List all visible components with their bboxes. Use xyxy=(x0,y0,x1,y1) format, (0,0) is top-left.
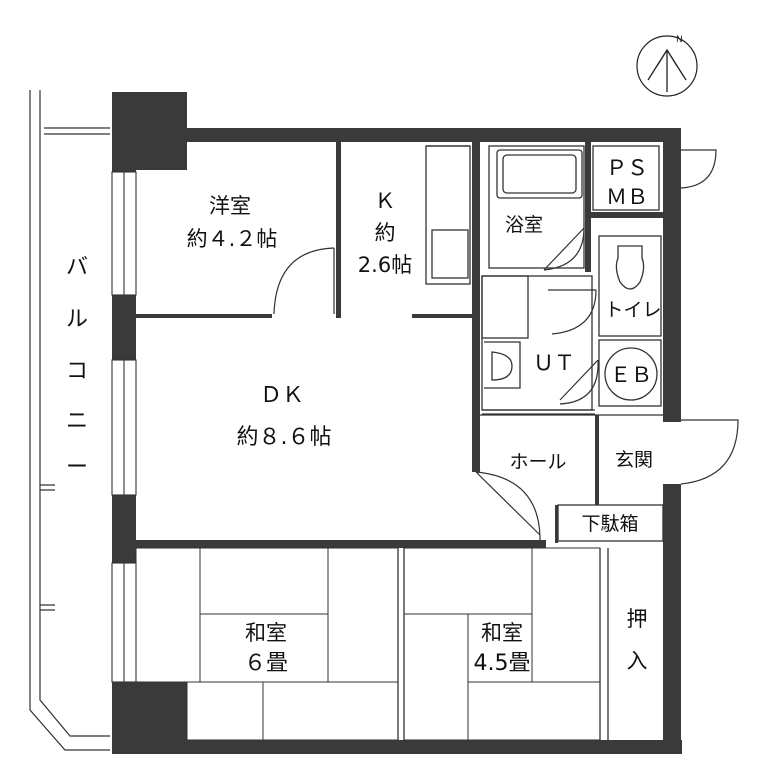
compass-circle xyxy=(636,35,698,97)
balcony-marks xyxy=(40,484,55,611)
compass-arrow-icon xyxy=(647,48,687,92)
tatami-45-a xyxy=(403,547,533,615)
eb-circle xyxy=(604,347,658,401)
shoe-box-name: 下駄箱 xyxy=(581,513,638,535)
ps-mb-box xyxy=(592,145,660,211)
wall-left-mid1 xyxy=(112,295,136,360)
ut-name: ＵＴ xyxy=(533,351,575,375)
wall-right-bottom xyxy=(663,484,681,740)
door-western xyxy=(273,247,335,315)
balcony-top-rail xyxy=(44,127,110,135)
toilet-bowl-icon xyxy=(615,245,645,290)
wall-hall-right xyxy=(595,415,599,505)
tatami-6-b xyxy=(199,547,329,615)
room-labels: 洋室 約４.２帖 Ｋ 約 2.6帖 浴室 ＰＳ ＭＢ トイレ ＵＴ ＥＢ ＤＫ … xyxy=(187,156,662,676)
doors xyxy=(273,149,739,541)
toilet-name: トイレ xyxy=(604,299,661,321)
balcony-outer-rail xyxy=(29,90,110,751)
balcony-inner-rail xyxy=(39,90,110,737)
western-room-name: 洋室 xyxy=(209,194,251,218)
washbasin-icon xyxy=(484,341,521,389)
door-toilet xyxy=(548,289,597,335)
door-bath xyxy=(543,227,585,271)
balcony-char-1: バ xyxy=(66,255,88,280)
compass-north-label: N xyxy=(676,35,683,45)
tatami-6-d xyxy=(186,681,264,741)
tatami-6-a xyxy=(135,547,201,683)
door-psmb xyxy=(680,149,717,189)
entrance-name: 玄関 xyxy=(615,449,653,471)
wall-western-bottom-a xyxy=(136,314,272,318)
wall-shoebox-left xyxy=(555,505,558,543)
wall-psmb-bottom xyxy=(591,212,663,218)
wall-dk-bottom xyxy=(136,540,546,548)
balcony xyxy=(29,90,110,751)
tatami-45-b xyxy=(531,547,601,683)
wall-core-left xyxy=(472,142,480,472)
tatami-6-c xyxy=(327,547,399,683)
bathtub xyxy=(496,149,583,199)
wall-bath-right xyxy=(585,142,591,272)
balcony-char-3: コ xyxy=(66,359,88,384)
washing-machine-space xyxy=(481,275,529,339)
eb-name: ＥＢ xyxy=(610,363,652,387)
door-ut xyxy=(559,359,599,405)
left-windows xyxy=(111,171,137,683)
kitchen-size: 2.6帖 xyxy=(358,253,412,277)
bath-name: 浴室 xyxy=(505,214,543,236)
kitchen-name: Ｋ xyxy=(375,189,396,213)
washitsu-6-size: ６畳 xyxy=(244,651,288,676)
washitsu-45-name: 和室 xyxy=(481,621,523,645)
compass: N xyxy=(636,35,698,97)
mb-label: ＭＢ xyxy=(606,185,648,209)
balcony-char-2: ル xyxy=(66,307,88,332)
wall-western-right xyxy=(336,142,341,318)
dk-size: 約８.６帖 xyxy=(237,425,332,450)
bathtub-inner xyxy=(502,154,577,194)
ut-area xyxy=(481,275,593,411)
door-hall xyxy=(475,471,541,541)
wall-top xyxy=(187,128,681,142)
shoe-box xyxy=(557,504,664,542)
washitsu-45-size: 4.5畳 xyxy=(474,651,531,676)
western-room-size: 約４.２帖 xyxy=(187,227,278,251)
hall-name: ホール xyxy=(509,451,566,473)
washitsu-6-name: 和室 xyxy=(245,621,287,645)
corner-column-top xyxy=(112,92,187,170)
balcony-char-5: ー xyxy=(66,455,88,480)
toilet-room xyxy=(598,235,662,337)
wall-kitchen-bottom xyxy=(412,314,476,318)
balcony-label: バ ル コ ニ ー xyxy=(66,255,88,480)
eb-box xyxy=(598,339,662,407)
tatami-6-e xyxy=(262,681,399,741)
kitchen-size-prefix: 約 xyxy=(375,221,396,245)
wall-left-mid2 xyxy=(112,495,136,563)
door-entrance xyxy=(680,419,739,485)
closet-label-2: 入 xyxy=(627,649,648,673)
dk-name: ＤＫ xyxy=(260,383,304,408)
closet-label-1: 押 xyxy=(627,607,648,631)
ps-label: ＰＳ xyxy=(606,156,648,180)
interior-walls xyxy=(136,142,663,548)
tatami-45-c xyxy=(403,613,469,741)
tatami-45-d xyxy=(467,681,601,741)
kitchen-sink xyxy=(431,229,469,279)
exterior-walls xyxy=(112,92,682,754)
wall-right-top xyxy=(663,142,681,422)
bath-outline xyxy=(488,145,585,269)
balcony-char-4: ニ xyxy=(66,409,88,434)
wall-bottom xyxy=(112,740,682,754)
tatami-lines xyxy=(135,547,601,741)
